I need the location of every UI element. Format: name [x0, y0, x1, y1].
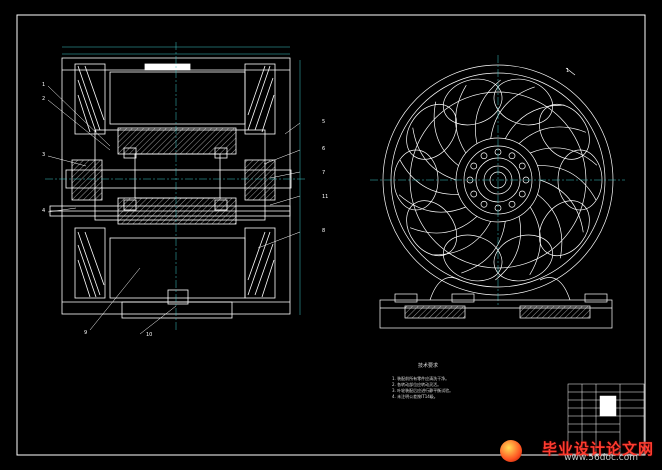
bolt-hole	[508, 200, 516, 208]
right-wheel	[244, 63, 276, 299]
callout-label: 11	[322, 194, 328, 200]
callout-lines	[47, 85, 301, 335]
bolt-hole	[470, 190, 478, 198]
title-block	[567, 383, 645, 455]
bucket-shape	[406, 103, 458, 160]
lower-roller	[109, 237, 246, 299]
tech-requirements-title: 技术要求	[418, 363, 439, 369]
blade-curve	[495, 216, 522, 281]
watermark-url: www.56doc.com	[564, 453, 638, 463]
front-view-callouts: 1 2 3 4 5 6 7 8 9 10 11	[42, 82, 328, 338]
sun-logo-icon	[500, 440, 522, 462]
top-lug	[144, 63, 191, 71]
tech-requirement-line: 1. 装配前所有零件应清洗干净。	[392, 376, 450, 381]
blade-curve	[539, 179, 584, 233]
right-bearing-housing	[244, 159, 276, 201]
blade-curve	[433, 101, 459, 166]
callout-label: 5	[322, 119, 325, 125]
callout-label: 8	[322, 228, 325, 234]
hub-bolts	[466, 148, 530, 212]
blade-curve	[530, 147, 598, 166]
bolt-hole	[508, 152, 516, 160]
blade-curve	[537, 165, 597, 201]
side-base-frame	[379, 299, 613, 329]
drawing-frame	[16, 14, 646, 456]
blade-curve	[398, 194, 466, 213]
blade-curve	[412, 127, 457, 181]
bucket-shape	[406, 200, 458, 257]
bucket-shape	[538, 103, 590, 160]
bolt-hole	[518, 190, 526, 198]
callout-label: 3	[42, 152, 45, 158]
left-wheel	[74, 63, 106, 299]
bucket-shape	[493, 234, 554, 282]
tech-requirement-line: 3. 叶轮装配后应进行静平衡试验。	[392, 388, 454, 393]
bucket-shape	[538, 200, 590, 257]
bolt-hole	[480, 152, 488, 160]
blade-curve	[490, 86, 535, 139]
front-section-view	[45, 42, 305, 335]
callout-label: 1	[42, 82, 45, 88]
blade-curve	[474, 79, 501, 144]
tech-requirement-line: 2. 各转动部位应转动灵活。	[392, 382, 442, 387]
blade-curve	[529, 206, 541, 276]
bolt-hole	[480, 200, 488, 208]
blade-curve	[455, 84, 467, 154]
callout-label: 1	[566, 68, 569, 74]
blade-curve	[399, 159, 459, 195]
callout-label: 4	[42, 208, 45, 214]
callout-label: 2	[42, 96, 45, 102]
callout-label: 10	[146, 332, 152, 338]
blade-curve	[504, 104, 565, 139]
upper-roller	[109, 71, 246, 125]
bolt-hole	[518, 162, 526, 170]
tech-requirement-line: 4. 未注明公差按IT14级。	[392, 394, 438, 399]
bucket-shape	[442, 78, 503, 126]
left-bearing-housing	[71, 159, 103, 201]
blade-curve	[461, 221, 506, 274]
blade-curve	[431, 221, 492, 256]
watermark-title: 毕业设计论文网	[541, 440, 654, 458]
blade-curve	[518, 126, 587, 144]
callout-label: 9	[84, 330, 87, 336]
bolt-hole	[470, 162, 478, 170]
blade-group	[398, 79, 598, 281]
side-view	[370, 55, 625, 329]
callout-label: 6	[322, 146, 325, 152]
watermark: 毕业设计论文网 www.56doc.com	[500, 438, 656, 464]
blade-curve	[409, 216, 478, 234]
blade-curve	[537, 194, 563, 259]
callout-label: 7	[322, 170, 325, 176]
